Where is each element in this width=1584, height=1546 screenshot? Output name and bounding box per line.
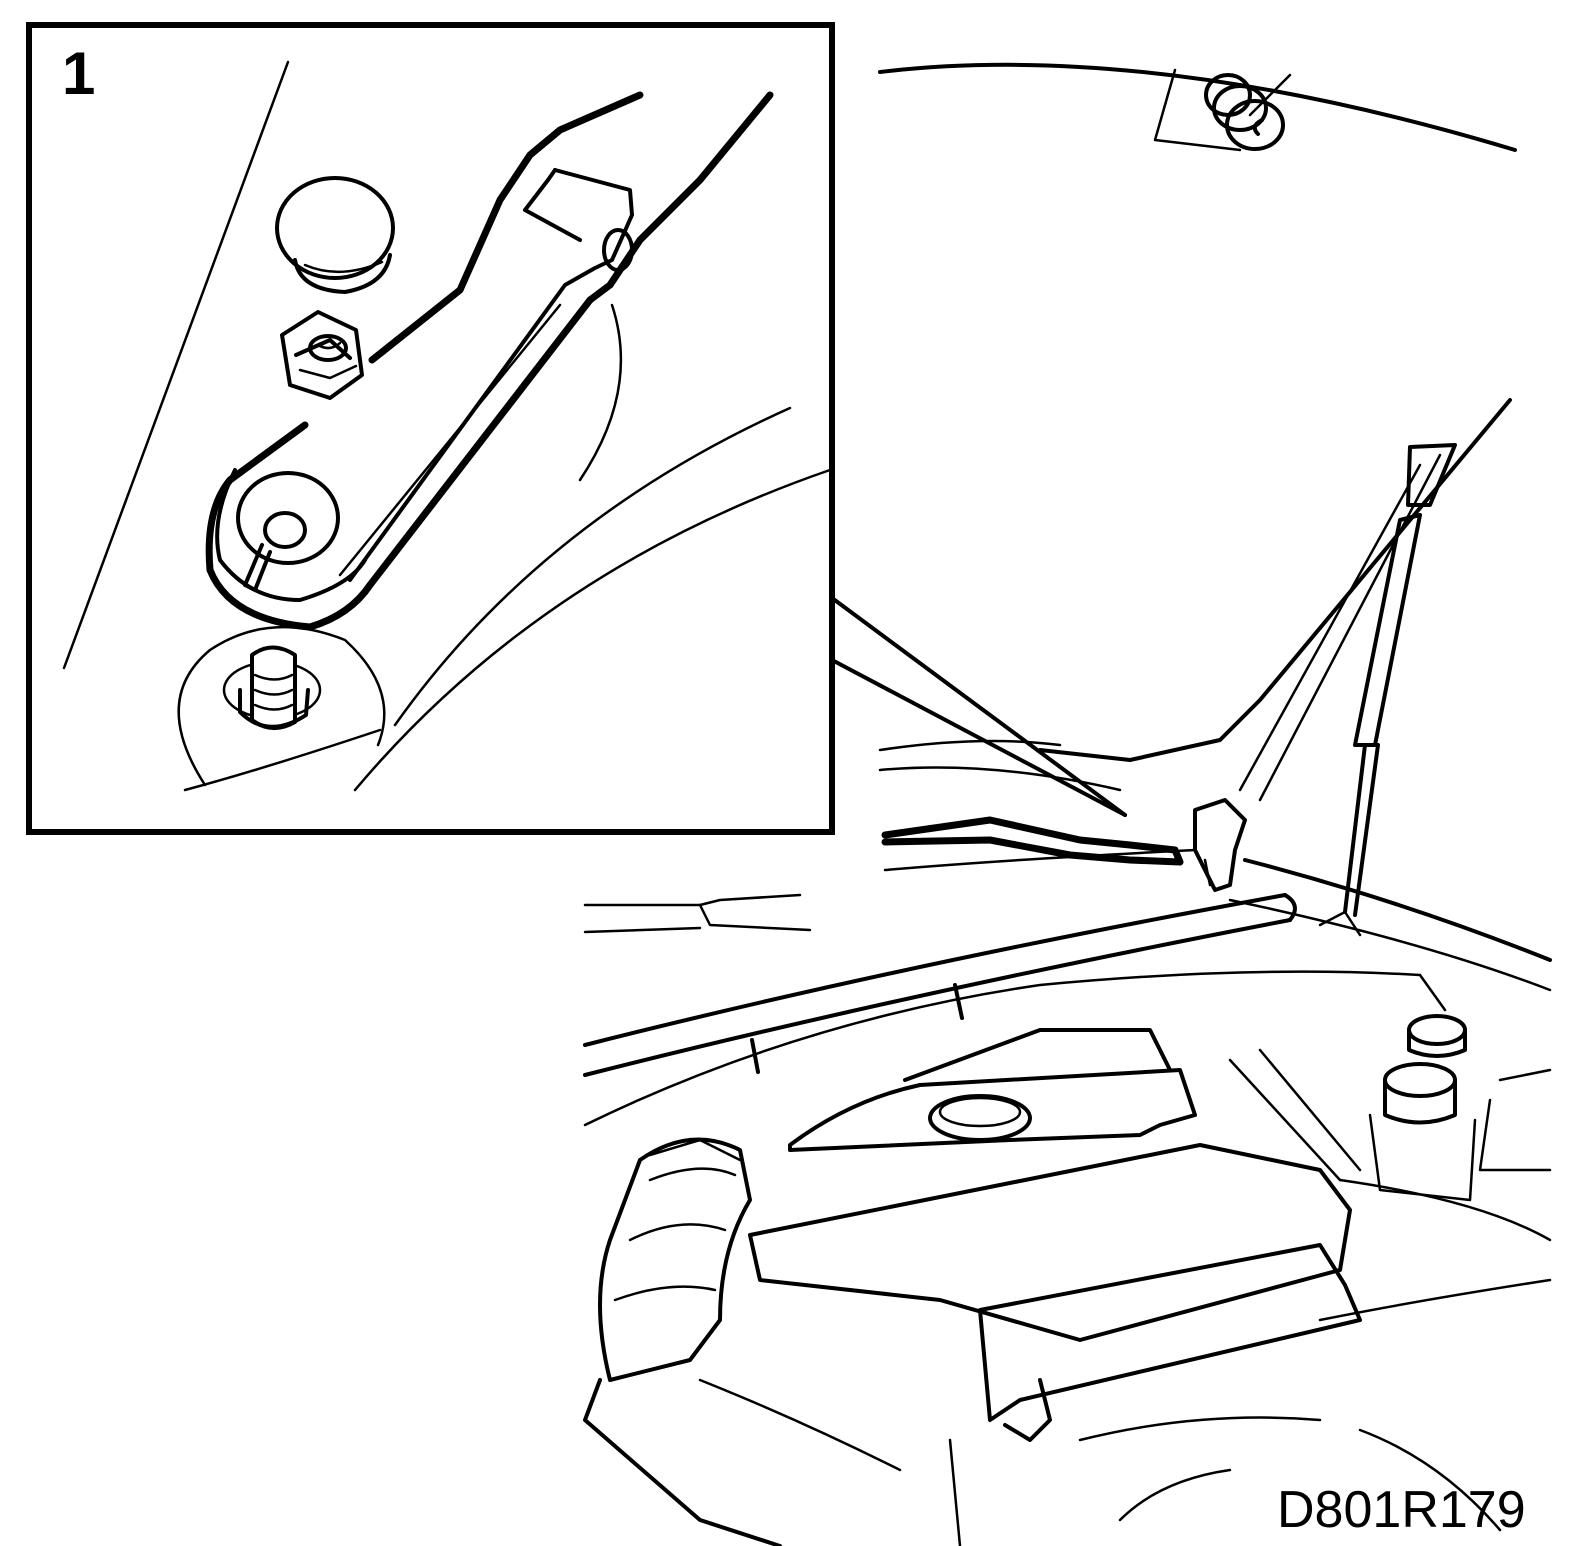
reservoir-caps [1368,1014,1477,1202]
hood-prop-rod [1238,463,1422,792]
hood-gas-strut [1318,443,1457,937]
left-fender [583,893,812,934]
intake-hose [598,1137,752,1382]
inset-frame [26,22,835,835]
hood-bump-stop-icon [1204,73,1285,151]
cowl-seal-hose [583,893,1297,1077]
stud-icon [222,645,322,730]
inset-leader-lines [830,596,1127,817]
cowl-panel [878,739,1552,992]
nut-icon [280,310,364,400]
open-hood [878,62,1517,762]
bulkhead-line [583,970,1447,1127]
cap-icon [275,176,395,294]
oil-filler-cap-icon [928,1094,1032,1142]
lower-body-lines [583,1048,1552,1546]
wiper-arm-icon [205,91,774,631]
engine-bay-scene [583,62,1552,1546]
step-number: 1 [62,40,96,107]
installed-wiper-arm [881,798,1247,892]
engine-cover [748,1028,1362,1442]
detail-inset [26,22,835,835]
stud-base-ring [177,625,386,787]
figure-code: D801R179 [1277,1481,1526,1539]
